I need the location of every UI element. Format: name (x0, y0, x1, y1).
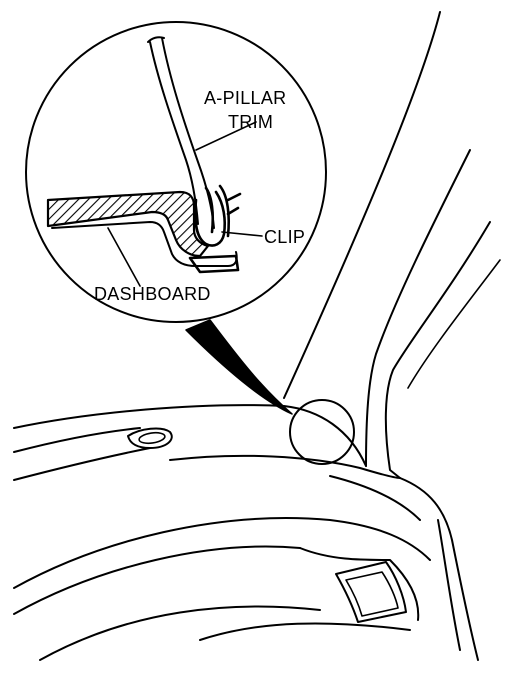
a-pillar-label: A-PILLAR (204, 88, 286, 108)
clip-label: CLIP (264, 227, 305, 247)
a-pillar-outer-edge (365, 149, 471, 467)
a-pillar-trim-leader (195, 121, 257, 151)
dashboard-leader (107, 227, 141, 287)
door-panel-line (437, 519, 461, 651)
trim-label: TRIM (228, 112, 273, 132)
callout-leader-wedge (185, 319, 293, 415)
dashboard-lower-curve-1 (13, 517, 431, 589)
retaining-bracket (188, 254, 240, 274)
dashboard-lower-curve-2 (13, 545, 301, 615)
dashboard-defroster-line (13, 447, 151, 481)
dashboard-label: DASHBOARD (94, 284, 211, 304)
door-frame-line (399, 477, 479, 661)
a-pillar-inner-edge (384, 221, 491, 479)
dashboard-section-hatched (46, 190, 210, 258)
dashboard-underside (51, 221, 238, 267)
car-interior-scene (13, 11, 501, 661)
dashboard-front-edge (13, 427, 141, 453)
clip-tongue (226, 192, 242, 216)
defroster-vent-inner (138, 431, 166, 445)
inset-detail: A-PILLAR TRIM CLIP DASHBOARD (25, 21, 327, 323)
dashboard-upper-contour (169, 454, 401, 479)
clip-leader (221, 231, 263, 237)
dashboard-top-edge (13, 404, 367, 467)
dashboard-mid-contour (329, 475, 421, 521)
clip-body (204, 184, 231, 238)
windshield-roof-edge (283, 11, 441, 399)
a-pillar-trim-strip-inner (161, 37, 215, 229)
a-pillar-trim-edge (407, 259, 501, 389)
inset-circle-border (25, 21, 327, 323)
glovebox-edge (299, 547, 420, 621)
side-air-vent-outer (335, 561, 407, 623)
inset-circle-fill (26, 22, 326, 322)
defroster-vent (127, 427, 173, 449)
a-pillar-trim-top (147, 36, 165, 43)
side-air-vent-inner (345, 571, 399, 617)
detail-callout-circle (289, 399, 355, 465)
trim-hook (194, 190, 227, 247)
dashboard-bottom-curve (199, 622, 411, 641)
dashboard-lower-curve-3 (39, 605, 321, 661)
